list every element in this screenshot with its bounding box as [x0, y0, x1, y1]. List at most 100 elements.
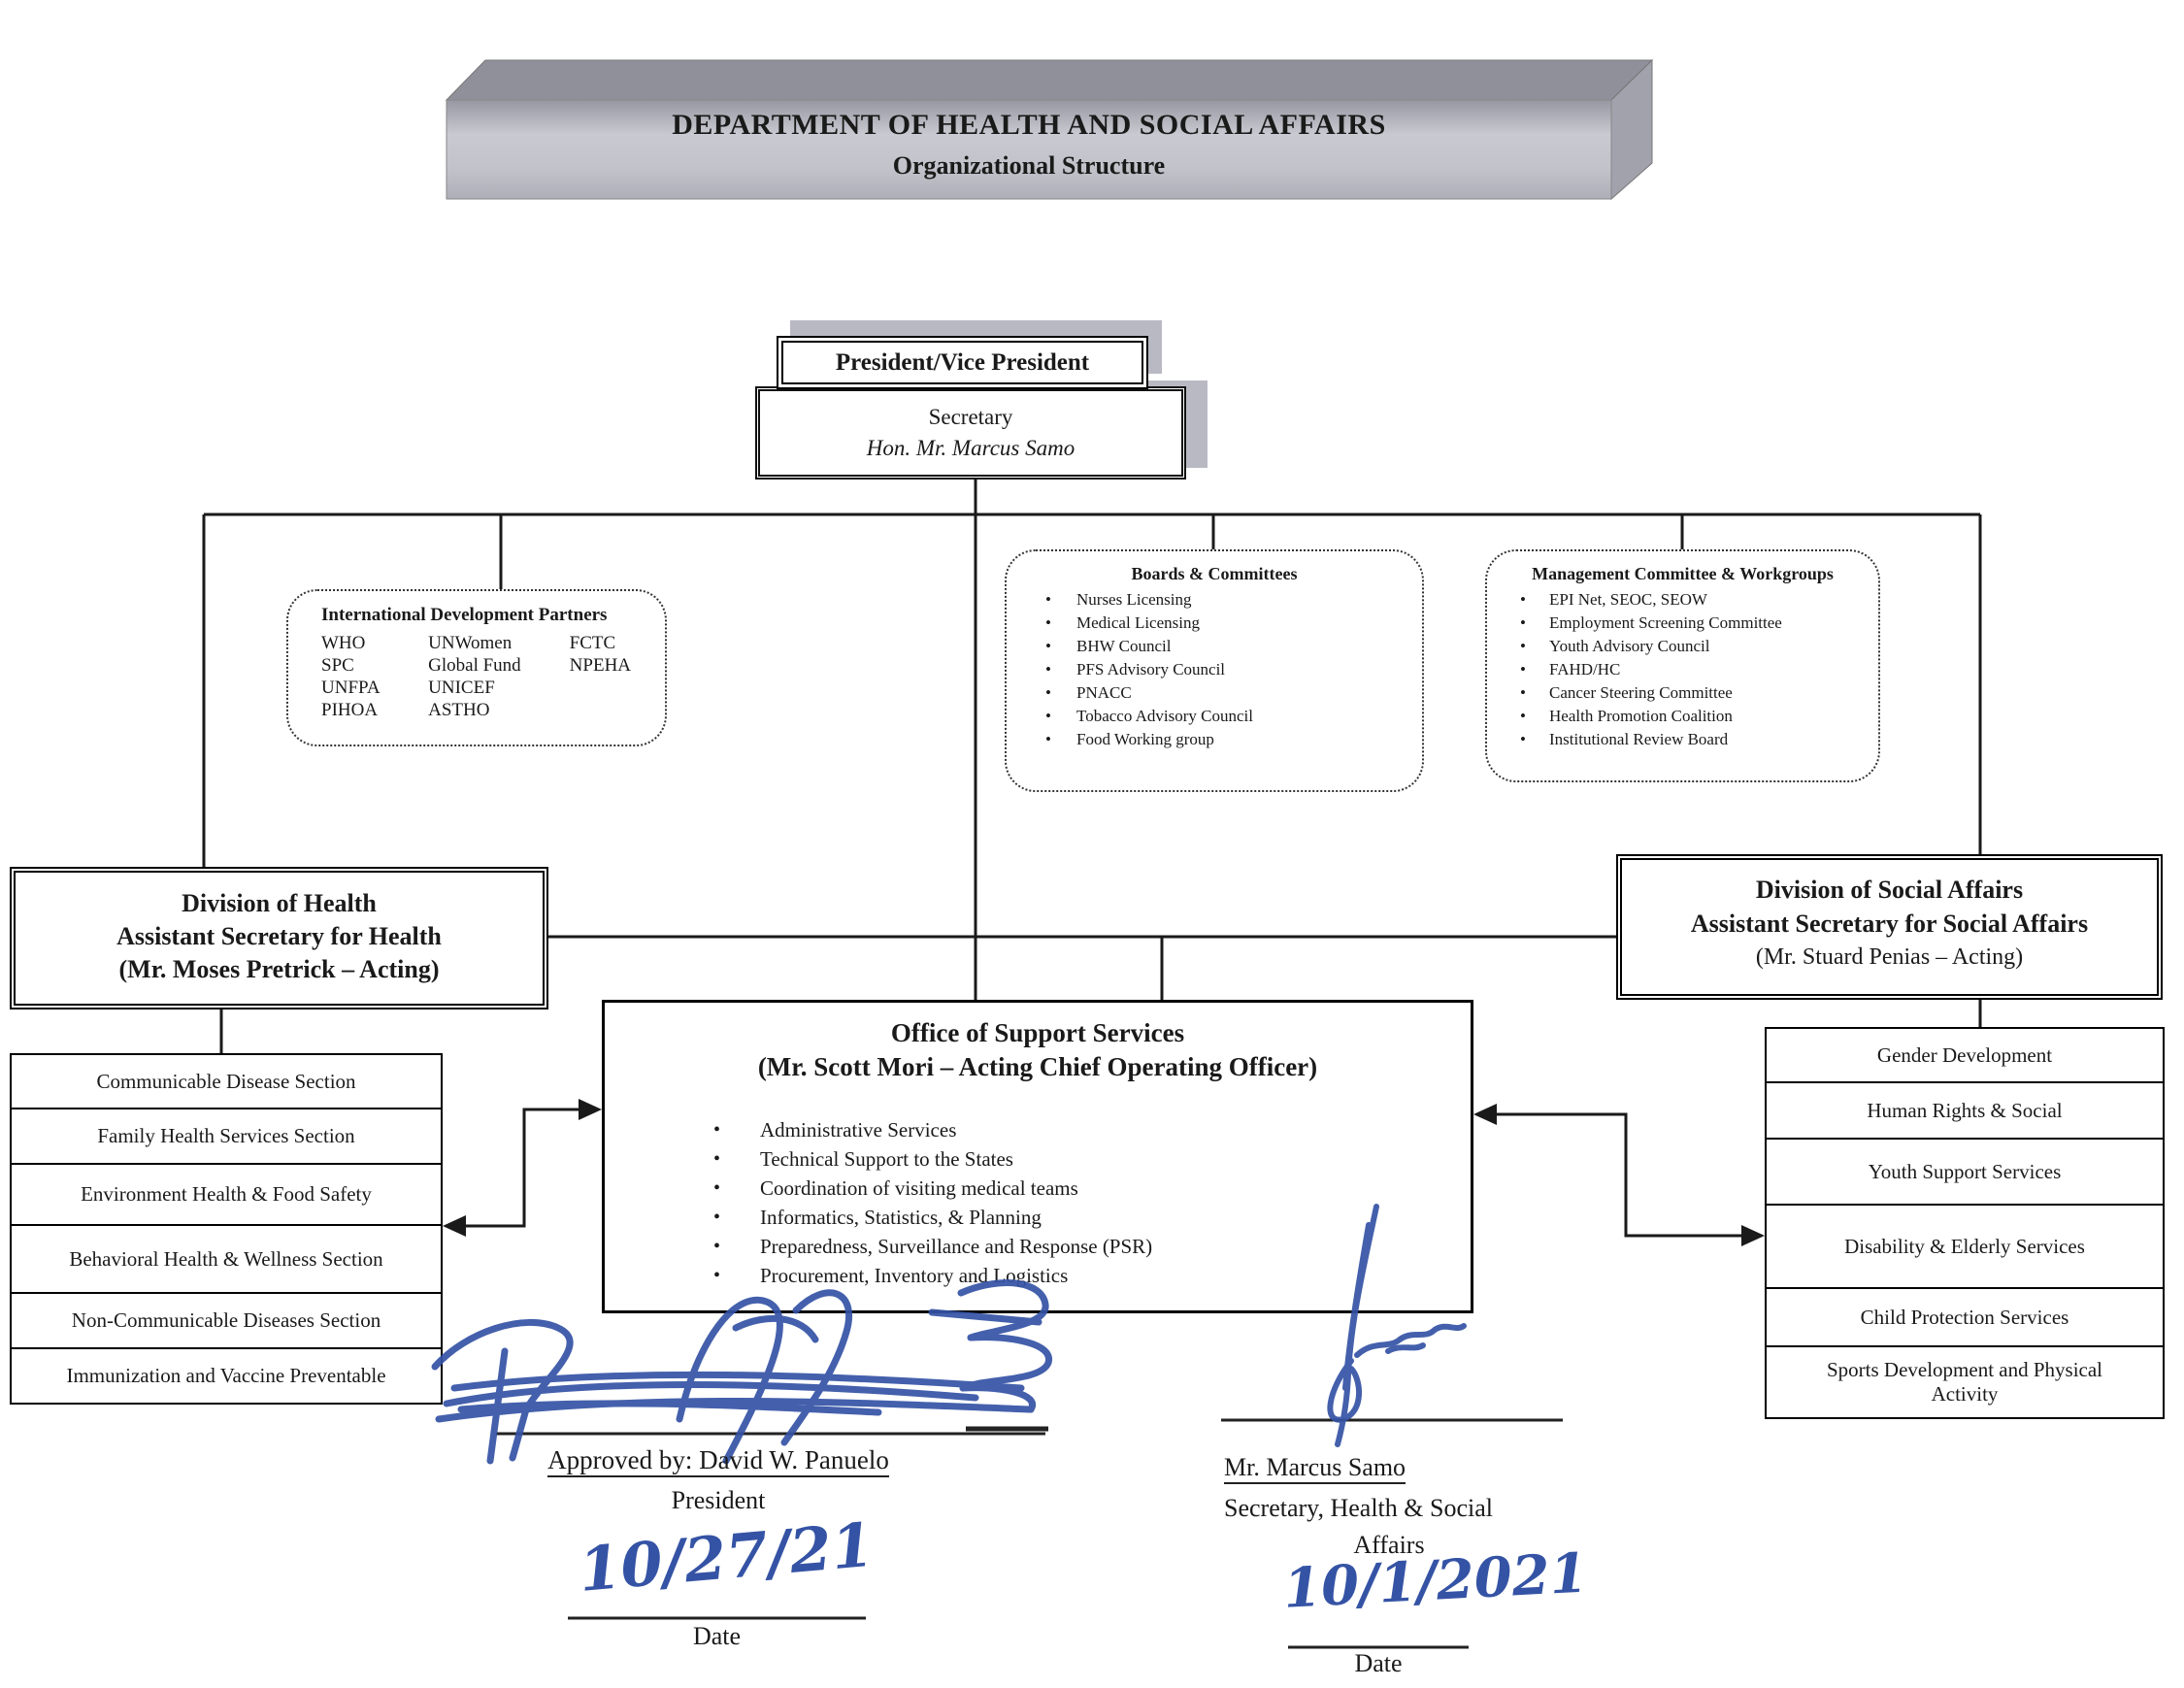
oss-item: Procurement, Inventory and Logistics — [605, 1261, 1471, 1290]
mgmt-item: FAHD/HC — [1487, 658, 1878, 681]
mgmt-item-label: FAHD/HC — [1549, 660, 1621, 679]
idp-item: PIHOA — [321, 700, 379, 720]
dsa-line2: Assistant Secretary for Social Affairs — [1690, 910, 2089, 938]
health-section-row: Environment Health & Food Safety — [10, 1163, 443, 1226]
approved-by-label: Approved by: David W. Panuelo — [485, 1445, 951, 1477]
mgmt-item: Cancer Steering Committee — [1487, 681, 1878, 705]
date-label-left: Date — [692, 1622, 742, 1650]
dsa-line1: Division of Social Affairs — [1755, 876, 2024, 904]
oss-items: Administrative Services Technical Suppor… — [605, 1115, 1471, 1290]
social-section-row: Youth Support Services — [1765, 1138, 2165, 1206]
oss-title: Office of Support Services — [890, 1018, 1185, 1047]
health-section-row: Behavioral Health & Wellness Section — [10, 1224, 443, 1294]
office-of-support-services-box: Office of Support Services (Mr. Scott Mo… — [602, 1000, 1473, 1313]
oss-subtitle: (Mr. Scott Mori – Acting Chief Operating… — [757, 1052, 1318, 1081]
signer-name: Mr. Marcus Samo — [1224, 1453, 1554, 1484]
mgmt-item: Youth Advisory Council — [1487, 635, 1878, 658]
social-section-row: Sports Development and Physical Activity — [1765, 1345, 2165, 1419]
oss-item-label: Procurement, Inventory and Logistics — [760, 1264, 1069, 1287]
social-section-row: Child Protection Services — [1765, 1287, 2165, 1347]
idp-col3: FCTC NPEHA — [570, 632, 665, 721]
doh-line3: (Mr. Moses Pretrick – Acting) — [118, 955, 440, 983]
oss-item-label: Coordination of visiting medical teams — [760, 1176, 1078, 1200]
division-of-social-affairs-box: Division of Social Affairs Assistant Sec… — [1616, 854, 2163, 1000]
oss-item-label: Administrative Services — [760, 1118, 957, 1142]
oss-item: Preparedness, Surveillance and Response … — [605, 1232, 1471, 1261]
boards-item-label: Medical Licensing — [1076, 613, 1200, 632]
secretary-title: Secretary — [928, 405, 1013, 429]
health-section-row: Non-Communicable Diseases Section — [10, 1292, 443, 1349]
signer-name-text: Mr. Marcus Samo — [1224, 1453, 1406, 1484]
boards-item: Food Working group — [1007, 728, 1422, 751]
date-label-right: Date — [1354, 1649, 1403, 1677]
idp-item: SPC — [321, 655, 354, 676]
zigzag-left — [464, 1108, 580, 1228]
oss-item: Administrative Services — [605, 1115, 1471, 1144]
boards-item-label: BHW Council — [1076, 637, 1172, 655]
idp-item: UNICEF — [428, 678, 495, 698]
president-box: President/Vice President — [777, 336, 1148, 389]
health-section-row: Communicable Disease Section — [10, 1053, 443, 1109]
boards-item: Nurses Licensing — [1007, 588, 1422, 612]
oss-item-label: Informatics, Statistics, & Planning — [760, 1206, 1042, 1229]
mgmt-item-label: Youth Advisory Council — [1549, 637, 1710, 655]
arrow-into-oss-right — [1473, 1104, 1497, 1125]
boards-item-label: PFS Advisory Council — [1076, 660, 1226, 679]
mgmt-item-label: EPI Net, SEOC, SEOW — [1549, 590, 1707, 609]
zigzag-right — [1495, 1112, 1743, 1238]
health-section-row: Immunization and Vaccine Preventable — [10, 1347, 443, 1405]
idp-item: ASTHO — [428, 700, 490, 720]
division-of-health-box: Division of Health Assistant Secretary f… — [10, 867, 548, 1009]
approved-by-text: Approved by: David W. Panuelo — [547, 1445, 889, 1477]
secretary-box: Secretary Hon. Mr. Marcus Samo — [755, 386, 1186, 480]
oss-item-label: Technical Support to the States — [760, 1147, 1013, 1171]
boards-item-label: Nurses Licensing — [1076, 590, 1192, 609]
secretary-name: Hon. Mr. Marcus Samo — [866, 436, 1075, 460]
idp-item: Global Fund — [428, 655, 521, 676]
doh-line1: Division of Health — [182, 889, 377, 917]
signer-title-line2: Affairs — [1353, 1531, 1425, 1559]
oss-item: Informatics, Statistics, & Planning — [605, 1203, 1471, 1232]
oss-item-label: Preparedness, Surveillance and Response … — [760, 1235, 1153, 1258]
boards-item: BHW Council — [1007, 635, 1422, 658]
idp-col1: WHO SPC UNFPA PIHOA — [321, 632, 428, 721]
social-section-row: Disability & Elderly Services — [1765, 1204, 2165, 1289]
arrow-into-social-sections — [1741, 1225, 1765, 1246]
mgmt-item: EPI Net, SEOC, SEOW — [1487, 588, 1878, 612]
social-section-row: Human Rights & Social — [1765, 1081, 2165, 1140]
health-section-row: Family Health Services Section — [10, 1108, 443, 1165]
boards-committees-box: Boards & Committees Nurses Licensing Med… — [1005, 549, 1424, 792]
boards-item: PFS Advisory Council — [1007, 658, 1422, 681]
handwritten-date-left: 10/27/21 — [576, 1508, 877, 1605]
idp-col2: UNWomen Global Fund UNICEF ASTHO — [428, 632, 570, 721]
page-subtitle: Organizational Structure — [892, 151, 1166, 180]
doh-line2: Assistant Secretary for Health — [116, 922, 442, 950]
boards-item: Tobacco Advisory Council — [1007, 705, 1422, 728]
oss-item: Technical Support to the States — [605, 1144, 1471, 1174]
mgmt-item: Health Promotion Coalition — [1487, 705, 1878, 728]
idp-item: UNWomen — [428, 633, 513, 653]
boards-item-label: Tobacco Advisory Council — [1076, 707, 1254, 725]
idp-columns: WHO SPC UNFPA PIHOA UNWomen Global Fund … — [321, 632, 665, 721]
mgmt-item-label: Employment Screening Committee — [1549, 613, 1782, 632]
mgmt-item-label: Institutional Review Board — [1549, 730, 1729, 748]
mgmt-item: Employment Screening Committee — [1487, 612, 1878, 635]
arrow-into-oss-left — [579, 1099, 602, 1120]
oss-item: Coordination of visiting medical teams — [605, 1174, 1471, 1203]
social-section-row: Gender Development — [1765, 1027, 2165, 1083]
mgmt-item: Institutional Review Board — [1487, 728, 1878, 751]
idp-item: FCTC — [569, 633, 616, 653]
boards-item: PNACC — [1007, 681, 1422, 705]
boards-item: Medical Licensing — [1007, 612, 1422, 635]
management-committee-box: Management Committee & Workgroups EPI Ne… — [1485, 549, 1880, 782]
boards-title: Boards & Committees — [1131, 564, 1298, 583]
approver-title: President — [671, 1486, 766, 1514]
idp-item: NPEHA — [569, 655, 632, 676]
page-title: DEPARTMENT OF HEALTH AND SOCIAL AFFAIRS — [672, 109, 1386, 141]
mgmt-title: Management Committee & Workgroups — [1532, 564, 1834, 583]
boards-item-label: Food Working group — [1076, 730, 1214, 748]
idp-item: WHO — [321, 633, 366, 653]
